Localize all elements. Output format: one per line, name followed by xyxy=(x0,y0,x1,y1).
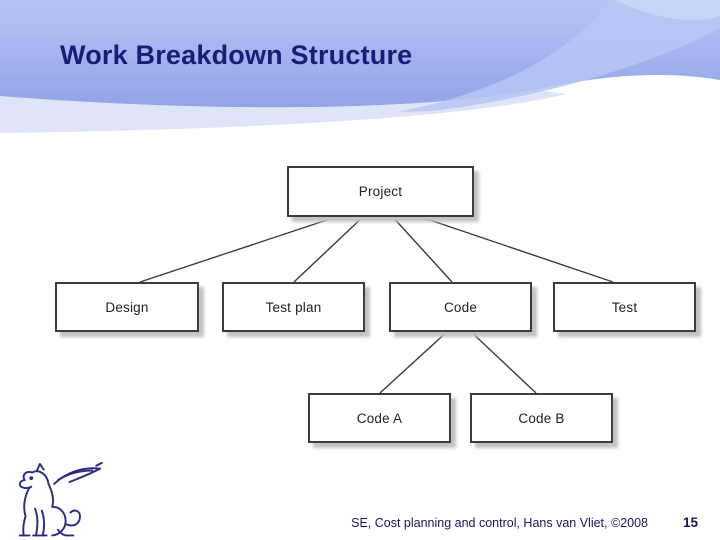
wbs-node-label: Code A xyxy=(356,410,403,426)
wbs-node-label: Test plan xyxy=(265,299,322,315)
wbs-node-code-a: Code A xyxy=(308,393,451,443)
wbs-node-design: Design xyxy=(55,282,199,332)
wbs-node-label: Test xyxy=(611,299,638,315)
page-number: 15 xyxy=(682,515,698,530)
footer: SE, Cost planning and control, Hans van … xyxy=(0,515,720,536)
wbs-node-test-plan: Test plan xyxy=(222,282,365,332)
wbs-node-test: Test xyxy=(553,282,696,332)
wbs-node-label: Design xyxy=(105,299,149,315)
page-title: Work Breakdown Structure xyxy=(60,40,413,70)
wbs-node-code-b: Code B xyxy=(470,393,613,443)
wbs-node-label: Code B xyxy=(518,410,565,426)
footer-credit-text: SE, Cost planning and control, Hans van … xyxy=(351,516,648,530)
wbs-node-label: Code xyxy=(443,299,478,315)
wbs-node-label: Project xyxy=(358,184,403,199)
header-swoosh-art xyxy=(0,0,720,133)
wbs-node-project: Project xyxy=(287,166,474,217)
griffin-logo-icon xyxy=(18,461,103,537)
wbs-node-code: Code xyxy=(389,282,532,332)
